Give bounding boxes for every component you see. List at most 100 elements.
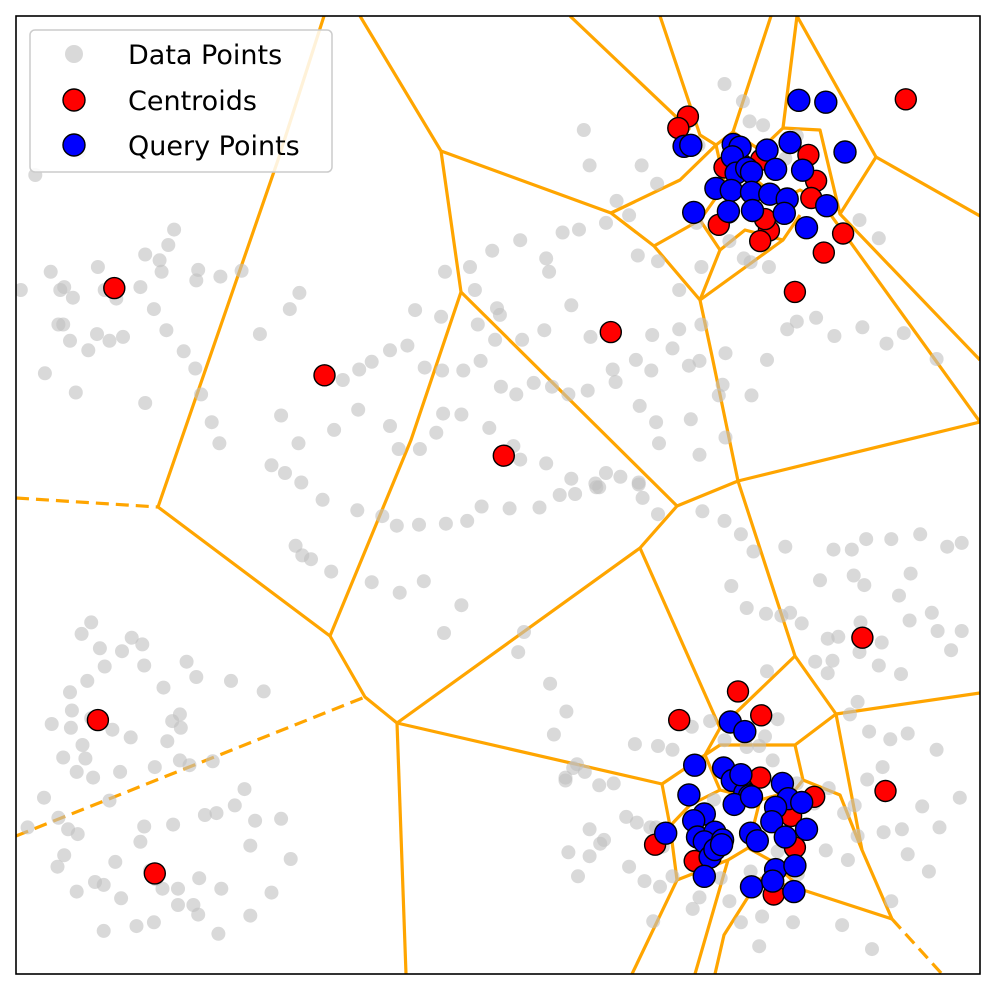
data-point bbox=[167, 222, 182, 237]
data-point bbox=[844, 542, 859, 557]
data-point bbox=[256, 684, 271, 699]
data-point bbox=[324, 564, 339, 579]
data-point bbox=[813, 573, 827, 588]
data-point bbox=[545, 379, 559, 394]
data-point bbox=[64, 703, 79, 718]
data-point bbox=[160, 734, 175, 749]
query-point bbox=[729, 763, 753, 787]
data-point bbox=[952, 790, 967, 805]
data-point bbox=[70, 827, 85, 842]
data-point bbox=[146, 915, 161, 930]
data-point bbox=[605, 362, 620, 377]
data-point bbox=[649, 415, 664, 430]
data-point bbox=[63, 685, 77, 700]
data-point bbox=[695, 504, 710, 519]
data-point bbox=[778, 539, 793, 554]
data-point bbox=[894, 822, 909, 837]
data-point bbox=[211, 926, 226, 941]
data-point bbox=[846, 568, 861, 583]
query-point bbox=[778, 130, 802, 155]
legend-label-centroids: Centroids bbox=[128, 86, 257, 117]
data-point bbox=[212, 436, 227, 451]
data-point bbox=[80, 673, 95, 688]
data-point bbox=[90, 327, 104, 342]
data-point bbox=[429, 425, 444, 440]
data-point bbox=[74, 626, 89, 641]
data-point bbox=[315, 492, 330, 507]
data-point bbox=[672, 283, 687, 297]
data-point bbox=[924, 605, 939, 620]
data-point bbox=[850, 694, 865, 709]
data-point bbox=[69, 764, 84, 779]
voronoi-edge bbox=[699, 238, 784, 302]
data-point bbox=[630, 248, 645, 263]
data-point bbox=[650, 176, 665, 191]
data-point bbox=[825, 653, 840, 668]
data-point bbox=[237, 782, 252, 797]
data-point bbox=[408, 303, 423, 318]
centroid bbox=[783, 280, 807, 304]
data-point bbox=[706, 792, 721, 807]
data-point bbox=[739, 740, 754, 754]
query-point bbox=[814, 90, 838, 114]
data-point bbox=[283, 852, 298, 866]
data-point bbox=[717, 513, 732, 528]
data-point bbox=[264, 885, 279, 900]
data-point bbox=[511, 645, 526, 660]
data-point bbox=[243, 908, 258, 923]
centroid bbox=[750, 704, 773, 727]
query-point bbox=[739, 785, 764, 809]
data-point bbox=[842, 707, 857, 722]
data-point bbox=[69, 884, 84, 899]
data-point bbox=[135, 637, 150, 652]
query-point bbox=[683, 753, 707, 777]
data-point bbox=[189, 670, 204, 684]
data-point bbox=[665, 869, 680, 884]
data-point bbox=[502, 501, 517, 516]
data-point bbox=[820, 631, 835, 646]
data-point bbox=[546, 727, 561, 742]
data-point bbox=[637, 874, 652, 889]
data-point bbox=[63, 333, 77, 348]
data-point bbox=[900, 847, 915, 862]
data-point bbox=[537, 323, 552, 338]
data-point bbox=[561, 845, 576, 860]
data-point bbox=[416, 574, 431, 589]
data-point bbox=[335, 373, 350, 387]
data-point bbox=[20, 820, 35, 835]
data-point bbox=[115, 644, 129, 659]
query-point bbox=[719, 178, 743, 203]
data-point bbox=[291, 436, 306, 451]
data-point bbox=[513, 452, 528, 467]
data-point bbox=[722, 894, 737, 909]
centroid bbox=[894, 88, 917, 111]
voronoi-edge-dashed bbox=[890, 917, 944, 974]
data-point bbox=[954, 624, 969, 638]
data-point bbox=[652, 436, 666, 451]
voronoi-edges bbox=[16, 16, 980, 974]
query-point bbox=[682, 200, 706, 225]
data-point bbox=[739, 601, 754, 615]
data-point bbox=[460, 513, 475, 528]
query-point bbox=[692, 864, 716, 888]
data-point bbox=[559, 704, 574, 719]
data-point bbox=[862, 724, 877, 739]
data-point bbox=[874, 635, 889, 650]
data-point bbox=[733, 915, 748, 930]
data-point bbox=[37, 790, 51, 805]
data-point bbox=[809, 310, 824, 325]
legend-marker-data-points bbox=[65, 45, 83, 63]
data-point bbox=[622, 208, 637, 223]
query-point bbox=[773, 825, 797, 849]
voronoi-edge bbox=[395, 722, 408, 974]
data-point bbox=[383, 343, 397, 358]
data-point bbox=[234, 263, 249, 278]
data-point bbox=[583, 329, 598, 344]
data-point bbox=[539, 456, 554, 471]
data-point bbox=[685, 901, 700, 916]
data-point bbox=[627, 737, 642, 752]
centroid bbox=[313, 364, 336, 387]
data-point bbox=[493, 379, 508, 394]
data-point bbox=[197, 808, 212, 822]
data-point bbox=[564, 298, 579, 313]
